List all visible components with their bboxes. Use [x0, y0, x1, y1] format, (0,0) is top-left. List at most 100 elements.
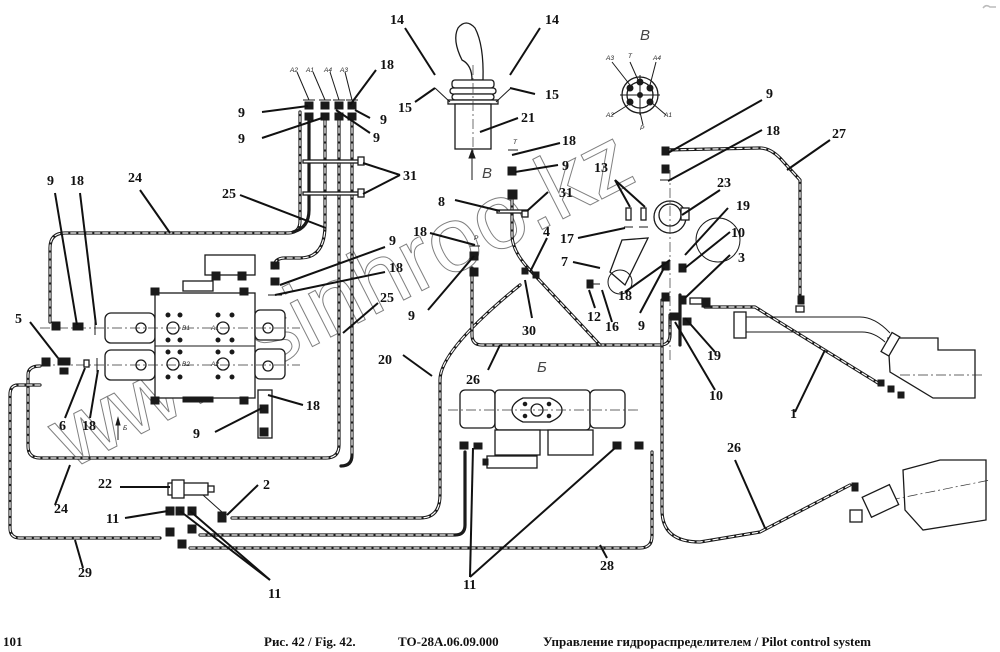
callout-14: 14 — [545, 13, 559, 28]
page-number: 101 — [3, 634, 23, 649]
callout-18: 18 — [766, 124, 780, 139]
callout-18: 18 — [82, 419, 96, 434]
callout-numbers: 14 14 15 15 21 18 9 9 9 9 31 24 25 9 18 … — [15, 13, 846, 602]
lift-cylinder-upper — [733, 295, 985, 399]
callout-12: 12 — [587, 310, 601, 325]
callout-2: 2 — [263, 478, 270, 493]
callout-26: 26 — [466, 373, 480, 388]
pipe-1 — [703, 305, 880, 385]
pipe-bundle-a3 — [339, 118, 354, 468]
joystick: В — [434, 22, 512, 182]
callout-18: 18 — [389, 261, 403, 276]
callout-18: 18 — [562, 134, 576, 149]
callout-20: 20 — [378, 353, 392, 368]
detail-port-p: P — [640, 125, 645, 132]
callout-30: 30 — [522, 324, 536, 339]
bundle-fittings: A2 A1 A4 A3 — [289, 67, 358, 121]
callout-21: 21 — [521, 111, 535, 126]
document-code: ТО-28А.06.09.000 — [398, 634, 499, 649]
view-b-marker: Б — [115, 416, 127, 440]
callout-25: 25 — [222, 187, 236, 202]
callout-19: 19 — [736, 199, 750, 214]
figure-label: Рис. 42 / Fig. 42. — [264, 634, 356, 649]
lift-cylinder-lower — [849, 459, 991, 531]
callout-26: 26 — [727, 441, 741, 456]
control-valve-block: B1 A1 B2 A2 — [40, 254, 300, 405]
callout-9: 9 — [380, 113, 387, 128]
callout-14: 14 — [390, 13, 404, 28]
callout-9: 9 — [389, 234, 396, 249]
callout-7: 7 — [561, 255, 568, 270]
valve-port-b1: B1 — [182, 325, 190, 332]
center-fittings: T P — [469, 139, 540, 279]
callout-9: 9 — [562, 159, 569, 174]
callout-15: 15 — [398, 101, 412, 116]
view-marker-b: Б — [123, 425, 127, 432]
pipes — [8, 110, 880, 550]
valve-port-a2: A2 — [210, 361, 219, 368]
detail-port-a3: A3 — [605, 55, 614, 62]
callout-25: 25 — [380, 291, 394, 306]
port-label-a4: A4 — [323, 67, 332, 74]
connector-view-b: В A3 T A4 A2 A1 P — [605, 27, 672, 132]
callout-18: 18 — [306, 399, 320, 414]
callout-18: 18 — [413, 225, 427, 240]
clamps — [302, 156, 365, 198]
callout-9: 9 — [238, 132, 245, 147]
callout-22: 22 — [98, 477, 112, 492]
callout-19: 19 — [707, 349, 721, 364]
pipe-bundle-a2 — [291, 118, 311, 234]
detail-port-a4: A4 — [652, 55, 661, 62]
port-label-a3: A3 — [339, 67, 348, 74]
callout-17: 17 — [560, 232, 574, 247]
view-label-b: Б — [537, 359, 547, 376]
callout-9: 9 — [766, 87, 773, 102]
port-label-a1: A1 — [305, 67, 314, 74]
figure-caption: Управление гидрораспределителем / Pilot … — [543, 634, 871, 649]
center-port-t: T — [513, 139, 518, 146]
valve-side-fitting — [257, 261, 282, 439]
callout-28: 28 — [600, 559, 614, 574]
callout-11: 11 — [463, 578, 476, 593]
port-label-a2: A2 — [289, 67, 298, 74]
pipe-28b — [198, 450, 467, 537]
fitting-a1 — [319, 99, 331, 121]
callout-29: 29 — [78, 566, 92, 581]
left-fittings — [41, 320, 98, 375]
callout-16: 16 — [605, 320, 619, 335]
view-label-v: В — [482, 165, 492, 182]
callout-1: 1 — [790, 407, 797, 422]
callout-23: 23 — [717, 176, 731, 191]
callout-18: 18 — [380, 58, 394, 73]
callout-11: 11 — [106, 512, 119, 527]
callout-27: 27 — [832, 127, 846, 142]
corner-mark — [982, 4, 996, 9]
callout-11: 11 — [268, 587, 281, 602]
hydraulic-unit-b: Б — [448, 359, 644, 469]
callout-9: 9 — [408, 309, 415, 324]
callout-18: 18 — [70, 174, 84, 189]
detail-port-t: T — [628, 53, 633, 60]
callout-24: 24 — [128, 171, 142, 186]
callout-5: 5 — [15, 312, 22, 327]
fitting-a2 — [303, 99, 315, 121]
callout-13: 13 — [594, 161, 608, 176]
fitting-a4 — [333, 99, 345, 121]
callout-3: 3 — [738, 251, 745, 266]
detail-port-a2: A2 — [605, 112, 614, 119]
callout-9: 9 — [47, 174, 54, 189]
view-label-v-detail: В — [640, 27, 650, 44]
callout-4: 4 — [543, 225, 550, 240]
callout-31: 31 — [559, 186, 573, 201]
callout-24: 24 — [54, 502, 68, 517]
callout-31: 31 — [403, 169, 417, 184]
pressure-gauge-assembly — [586, 146, 741, 360]
callout-18: 18 — [618, 289, 632, 304]
callout-10: 10 — [731, 226, 745, 241]
center-port-p: P — [474, 235, 479, 242]
detail-port-a1: A1 — [663, 112, 672, 119]
leader-lines — [29, 27, 831, 581]
pressure-valve-22 — [165, 479, 227, 549]
callout-8: 8 — [438, 195, 445, 210]
